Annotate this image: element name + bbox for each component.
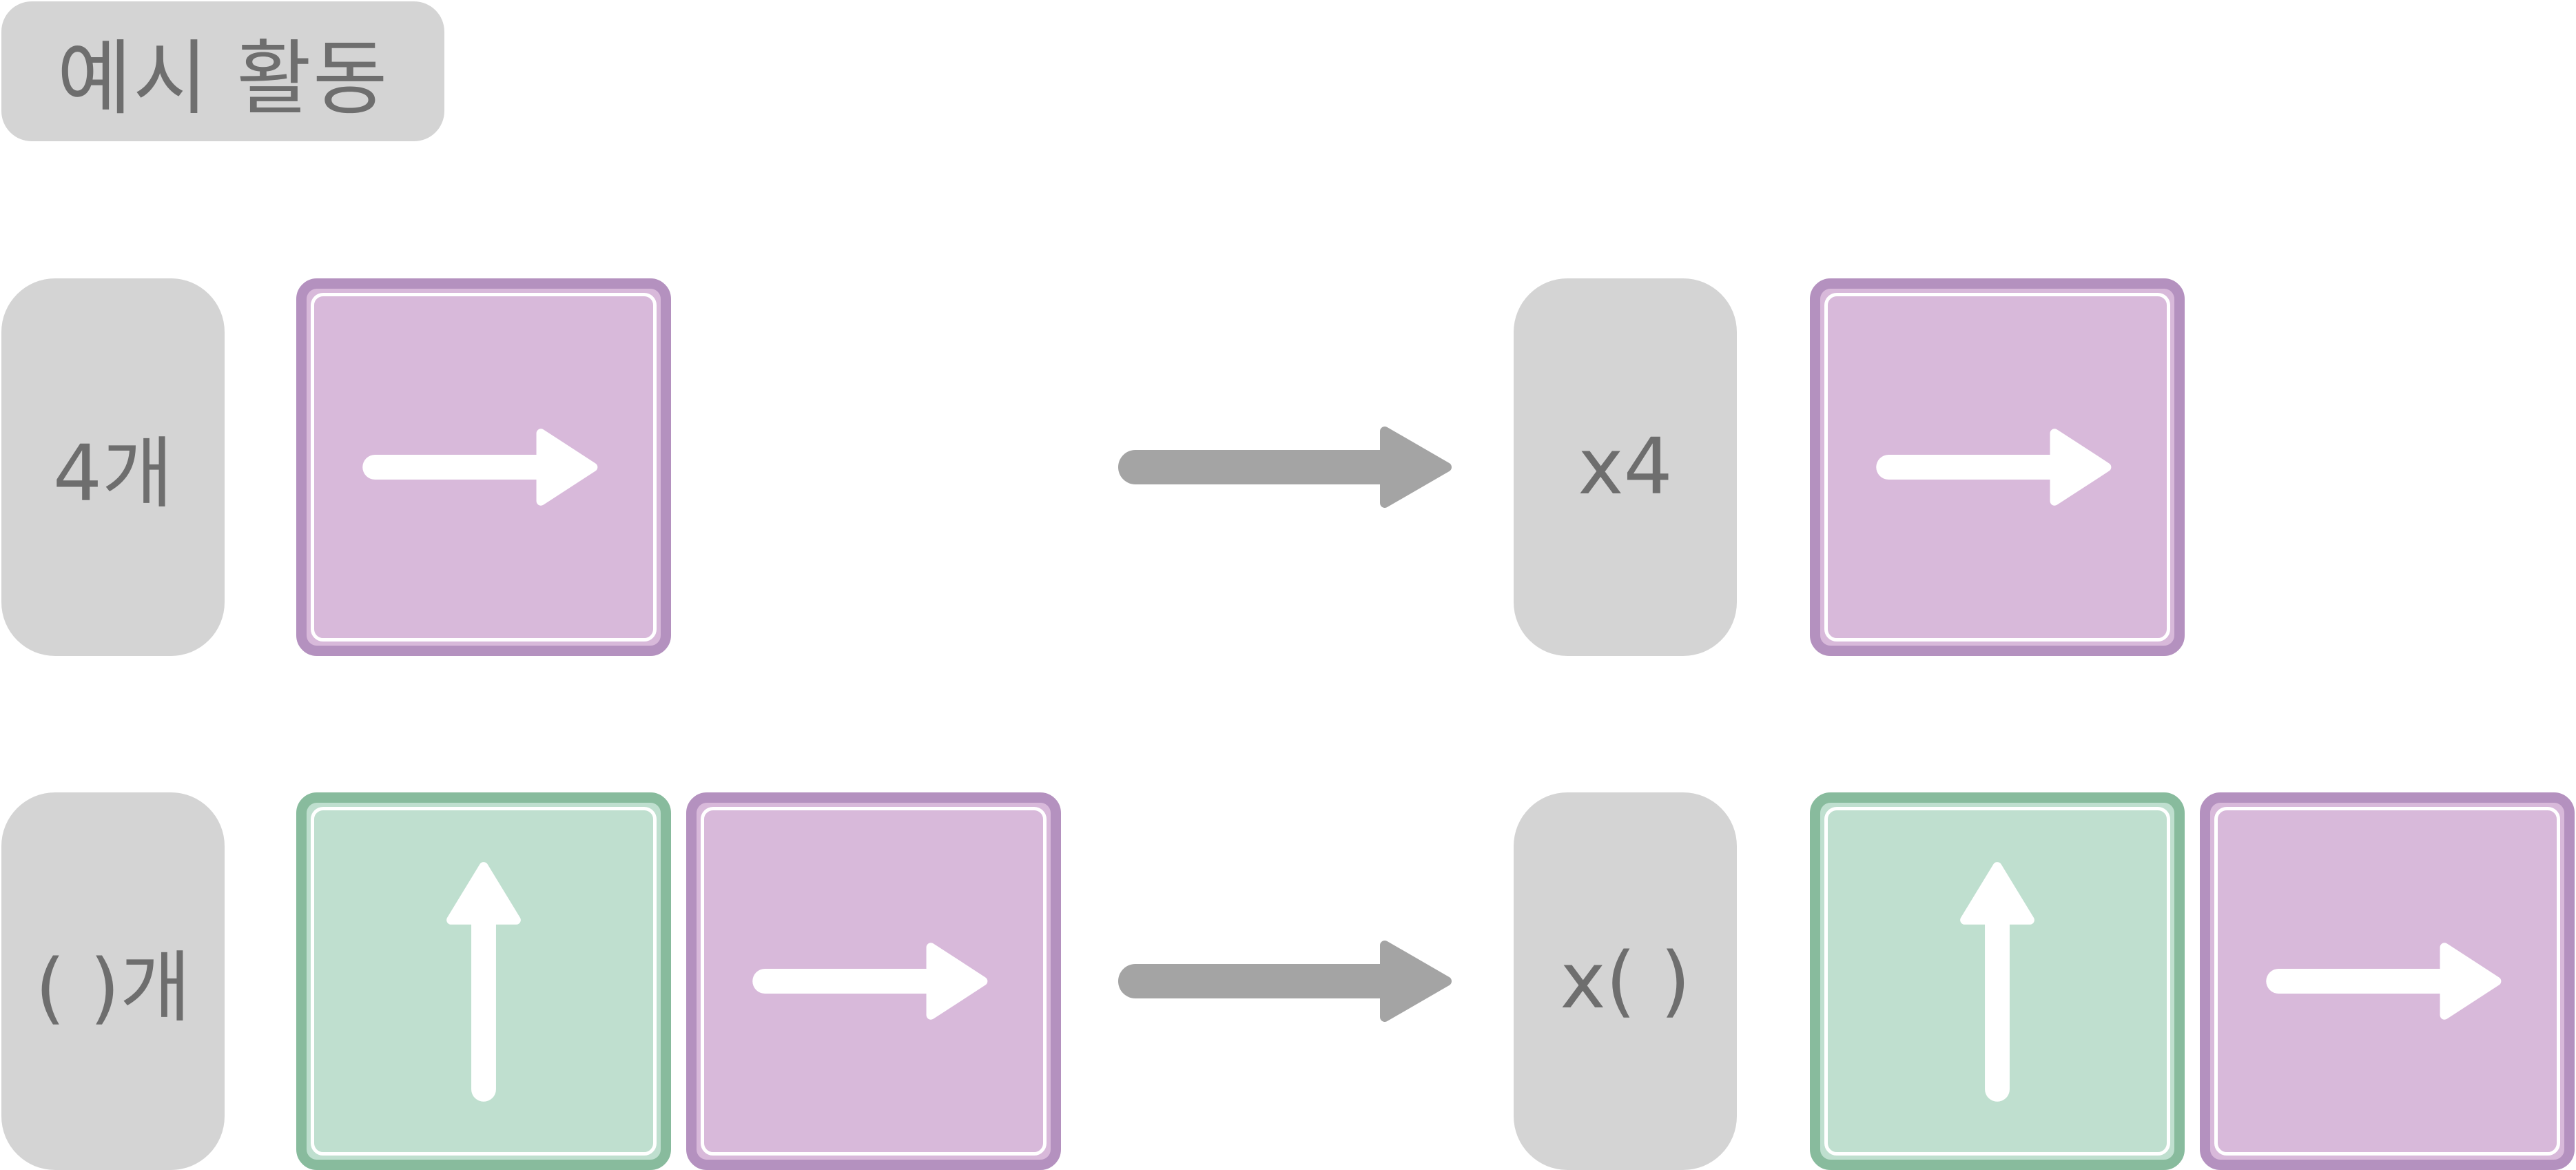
right-arrow-icon bbox=[362, 429, 598, 506]
row1-transform-arrow-icon bbox=[1118, 427, 1452, 508]
row2-multiplier-label: x( ) bbox=[1514, 792, 1737, 1170]
row1-left-tile-1 bbox=[296, 278, 671, 656]
right-arrow-icon bbox=[752, 943, 988, 1020]
activity-title: 예시 활동 bbox=[1, 1, 444, 141]
up-arrow-icon bbox=[446, 862, 521, 1102]
row2-right-tile-1 bbox=[1810, 792, 2185, 1170]
row1-count-label: 4개 bbox=[1, 278, 225, 656]
right-arrow-icon bbox=[2266, 943, 2502, 1020]
right-arrow-icon bbox=[1876, 429, 2112, 506]
row2-left-tile-2 bbox=[686, 792, 1061, 1170]
row2-right-tile-2 bbox=[2200, 792, 2575, 1170]
row1-right-tile-1 bbox=[1810, 278, 2185, 656]
row2-transform-arrow-icon bbox=[1118, 941, 1452, 1022]
row2-left-tile-1 bbox=[296, 792, 671, 1170]
row2-count-label: ( )개 bbox=[1, 792, 225, 1170]
row1-multiplier-label: x4 bbox=[1514, 278, 1737, 656]
up-arrow-icon bbox=[1960, 862, 2034, 1102]
